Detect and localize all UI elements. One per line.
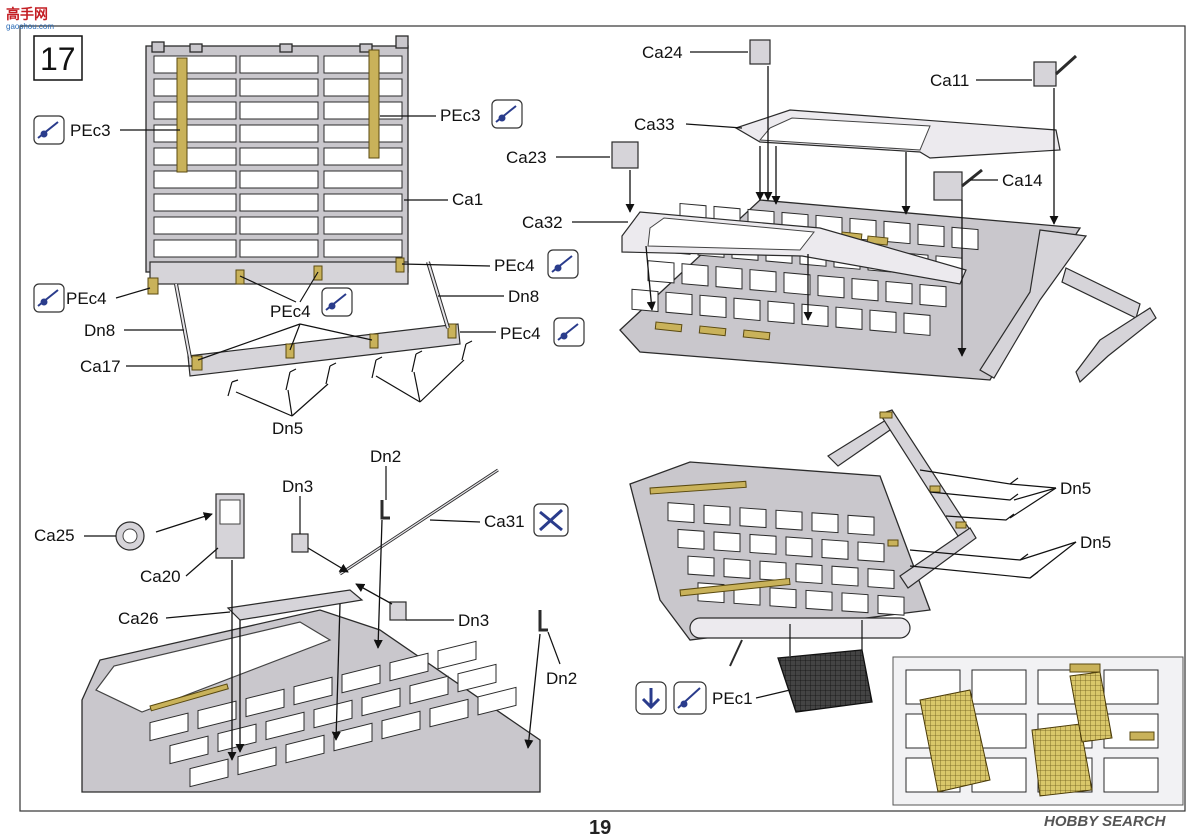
callout-ca23: Ca23	[506, 148, 610, 167]
watermark-hobby-search: HOBBY SEARCH	[1044, 813, 1167, 830]
callout-dn5-lower: Dn5	[1019, 533, 1111, 579]
photo-etch-bend-icon	[673, 681, 707, 715]
callout-dn8-left: Dn8	[84, 321, 184, 340]
svg-text:Ca11: Ca11	[930, 71, 969, 90]
callout-dn5-upper: Dn5	[1009, 479, 1091, 519]
callout-ca33: Ca33	[634, 115, 743, 134]
callout-pec4-left: PEc4	[33, 283, 151, 313]
callout-ca32: Ca32	[522, 213, 628, 232]
arrow-down-icon	[635, 681, 667, 715]
svg-text:Ca24: Ca24	[642, 43, 683, 62]
page-number: 19	[589, 817, 611, 839]
svg-text:PEc4: PEc4	[66, 289, 107, 308]
step-number-box	[33, 35, 83, 81]
svg-text:PEc4: PEc4	[494, 256, 535, 275]
svg-text:PEc4: PEc4	[270, 302, 311, 321]
panel-b-deck-assembly	[611, 39, 1157, 384]
callout-dn2-top: Dn2	[370, 447, 401, 500]
callout-ca1: Ca1	[404, 190, 483, 209]
svg-text:Ca20: Ca20	[140, 567, 181, 586]
svg-text:PEc3: PEc3	[440, 106, 481, 125]
callout-dn2-right: Dn2	[546, 631, 577, 688]
svg-text:Ca32: Ca32	[522, 213, 563, 232]
callout-pec3-left: PEc3	[33, 115, 180, 145]
panel-d-deck-assembly	[629, 409, 1184, 806]
svg-text:Ca33: Ca33	[634, 115, 675, 134]
svg-text:Dn2: Dn2	[546, 669, 577, 688]
svg-text:Dn5: Dn5	[272, 419, 303, 438]
svg-text:PEc1: PEc1	[712, 689, 753, 708]
watermark-logo-top-left: 高手网 gaoshou.com	[6, 6, 54, 31]
svg-text:Ca23: Ca23	[506, 148, 547, 167]
svg-text:Dn5: Dn5	[1080, 533, 1111, 552]
callout-ca11: Ca11	[930, 71, 1032, 90]
svg-text:Dn3: Dn3	[282, 477, 313, 496]
svg-text:Dn5: Dn5	[1060, 479, 1091, 498]
svg-text:Ca25: Ca25	[34, 526, 75, 545]
callout-pec4-center: PEc4	[197, 271, 373, 361]
callout-ca17: Ca17	[80, 357, 192, 376]
callout-ca26: Ca26	[118, 609, 231, 628]
callout-pec4-right: PEc4	[401, 249, 579, 279]
callout-pec1: PEc1	[635, 681, 791, 715]
callout-dn5-a: Dn5	[235, 359, 465, 438]
panel-a-frame-assembly	[145, 35, 473, 397]
panel-c-deck-assembly	[81, 468, 548, 793]
svg-text:Dn8: Dn8	[84, 321, 115, 340]
svg-text:PEc4: PEc4	[500, 324, 541, 343]
svg-text:高手网: 高手网	[6, 6, 48, 22]
callout-dn3-top: Dn3	[282, 477, 313, 534]
callout-dn8-right: Dn8	[438, 287, 539, 306]
callout-dn3-right: Dn3	[406, 611, 489, 630]
svg-text:Ca31: Ca31	[484, 512, 525, 531]
svg-text:PEc3: PEc3	[70, 121, 111, 140]
callout-ca20: Ca20	[140, 547, 219, 586]
svg-text:Dn3: Dn3	[458, 611, 489, 630]
svg-text:Ca26: Ca26	[118, 609, 159, 628]
page-border	[19, 25, 1186, 812]
cut-remove-icon	[533, 503, 569, 537]
svg-text:Dn2: Dn2	[370, 447, 401, 466]
callout-ca24: Ca24	[642, 43, 748, 62]
svg-text:Ca17: Ca17	[80, 357, 121, 376]
svg-text:gaoshou.com: gaoshou.com	[6, 22, 54, 31]
callout-ca14: Ca14	[970, 171, 1043, 190]
callout-pec4-lower: PEc4	[460, 317, 585, 347]
callout-pec3-right: PEc3	[380, 99, 523, 129]
svg-text:Dn8: Dn8	[508, 287, 539, 306]
svg-text:Ca14: Ca14	[1002, 171, 1043, 190]
svg-text:Ca1: Ca1	[452, 190, 483, 209]
callout-ca31: Ca31	[429, 503, 569, 537]
step-number: 17	[40, 41, 76, 77]
callout-ca25: Ca25	[34, 526, 116, 545]
